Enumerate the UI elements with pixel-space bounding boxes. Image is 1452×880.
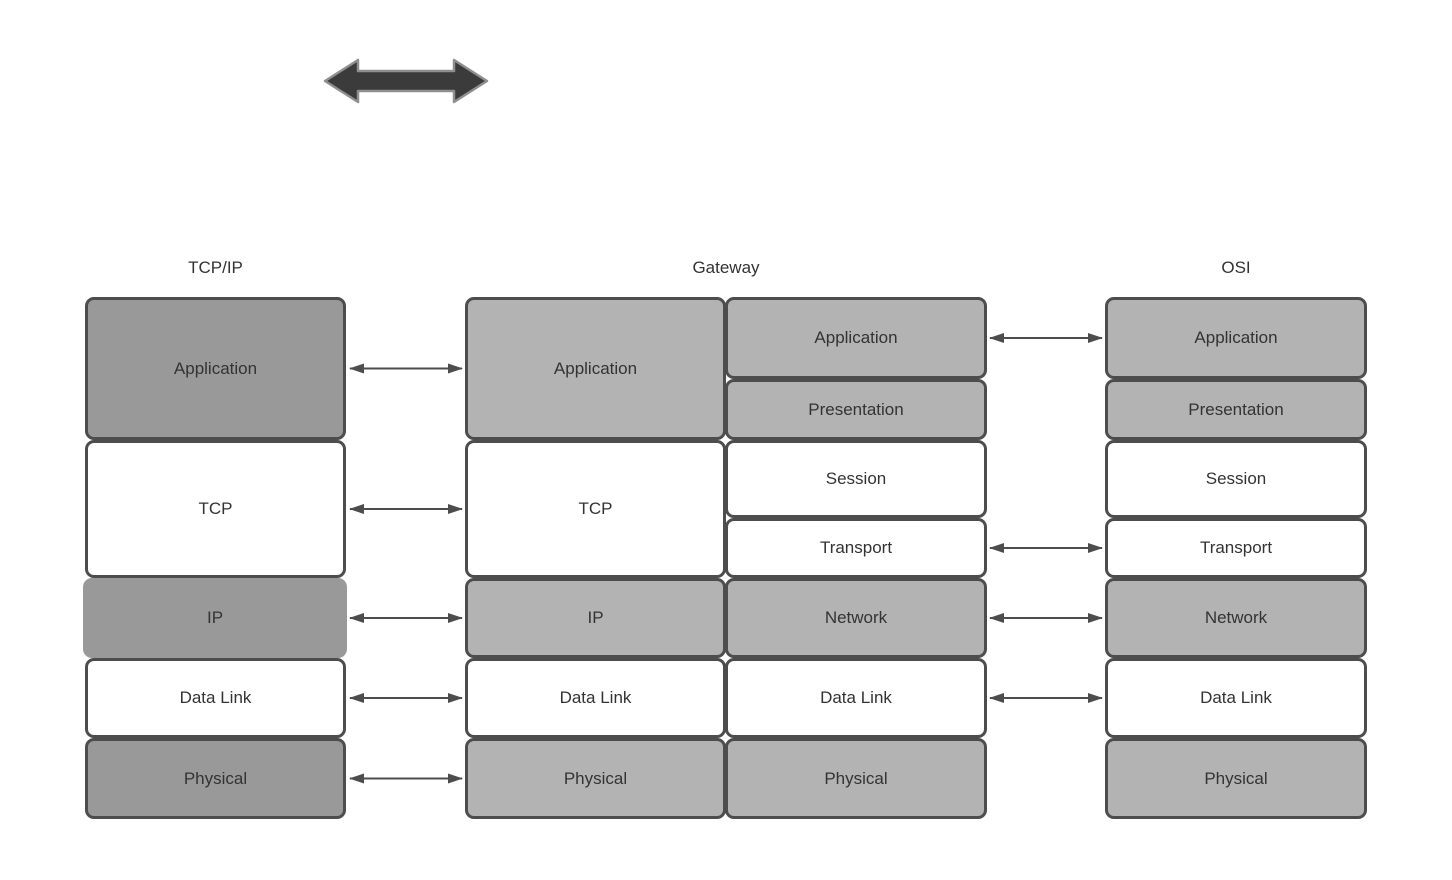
layer-label: Session bbox=[1205, 469, 1267, 488]
layer-box-tcpip-physical: Physical bbox=[85, 738, 346, 819]
layer-label: Physical bbox=[563, 768, 628, 788]
layer-label: TCP bbox=[198, 499, 233, 518]
double-arrow-icon bbox=[323, 58, 489, 104]
layer-box-osi-transport: Transport bbox=[1105, 518, 1367, 578]
layer-label: Application bbox=[814, 328, 898, 347]
layer-label: Network bbox=[1204, 608, 1268, 627]
layer-box-osi-session: Session bbox=[1105, 440, 1367, 518]
layer-box-osi-physical: Physical bbox=[1105, 738, 1367, 819]
layer-box-osi-datalink: Data Link bbox=[1105, 658, 1367, 738]
layer-box-gateway-right-datalink: Data Link bbox=[725, 658, 987, 738]
layer-label: IP bbox=[206, 608, 224, 627]
layer-label: Presentation bbox=[1188, 399, 1284, 419]
layer-box-gateway-left-ip: IP bbox=[465, 578, 726, 658]
layer-box-gateway-right-physical: Physical bbox=[725, 738, 987, 819]
layer-box-tcpip-datalink: Data Link bbox=[85, 658, 346, 738]
layer-box-gateway-left-physical: Physical bbox=[465, 738, 726, 819]
layer-box-osi-application: Application bbox=[1105, 297, 1367, 379]
layer-label: TCP bbox=[578, 499, 613, 518]
layer-label: Session bbox=[825, 469, 887, 488]
layer-box-gateway-right-session: Session bbox=[725, 440, 987, 518]
layer-label: Physical bbox=[183, 768, 248, 788]
layer-label: Application bbox=[553, 358, 638, 378]
layer-box-tcpip-application: Application bbox=[85, 297, 346, 440]
layer-box-osi-network: Network bbox=[1105, 578, 1367, 658]
layer-box-tcpip-ip: IP bbox=[83, 578, 347, 658]
layer-box-gateway-right-presentation: Presentation bbox=[725, 379, 987, 440]
layer-label: Application bbox=[1194, 328, 1278, 347]
layer-box-osi-presentation: Presentation bbox=[1105, 379, 1367, 440]
layer-label: IP bbox=[587, 608, 604, 627]
layer-label: Transport bbox=[1199, 538, 1273, 557]
layer-label: Transport bbox=[819, 538, 893, 557]
column-title-gateway: Gateway bbox=[692, 258, 760, 277]
layer-box-gateway-left-datalink: Data Link bbox=[465, 658, 726, 738]
layer-label: Data Link bbox=[820, 688, 892, 707]
layer-box-gateway-left-application: Application bbox=[465, 297, 726, 440]
layer-label: Physical bbox=[824, 768, 888, 788]
column-title-tcpip: TCP/IP bbox=[188, 258, 243, 277]
layer-label: Presentation bbox=[808, 399, 904, 419]
layer-label: Physical bbox=[1204, 768, 1268, 788]
layer-box-gateway-right-transport: Transport bbox=[725, 518, 987, 578]
layer-box-gateway-right-application: Application bbox=[725, 297, 987, 379]
layer-label: Data Link bbox=[559, 688, 632, 707]
layer-label: Data Link bbox=[1200, 688, 1272, 707]
layer-label: Network bbox=[824, 608, 888, 627]
layer-box-gateway-left-tcp: TCP bbox=[465, 440, 726, 578]
layer-box-gateway-right-network: Network bbox=[725, 578, 987, 658]
layer-box-tcpip-tcp: TCP bbox=[85, 440, 346, 578]
layer-label: Data Link bbox=[179, 688, 252, 707]
layer-label: Application bbox=[173, 358, 258, 378]
column-title-osi: OSI bbox=[1221, 258, 1251, 277]
